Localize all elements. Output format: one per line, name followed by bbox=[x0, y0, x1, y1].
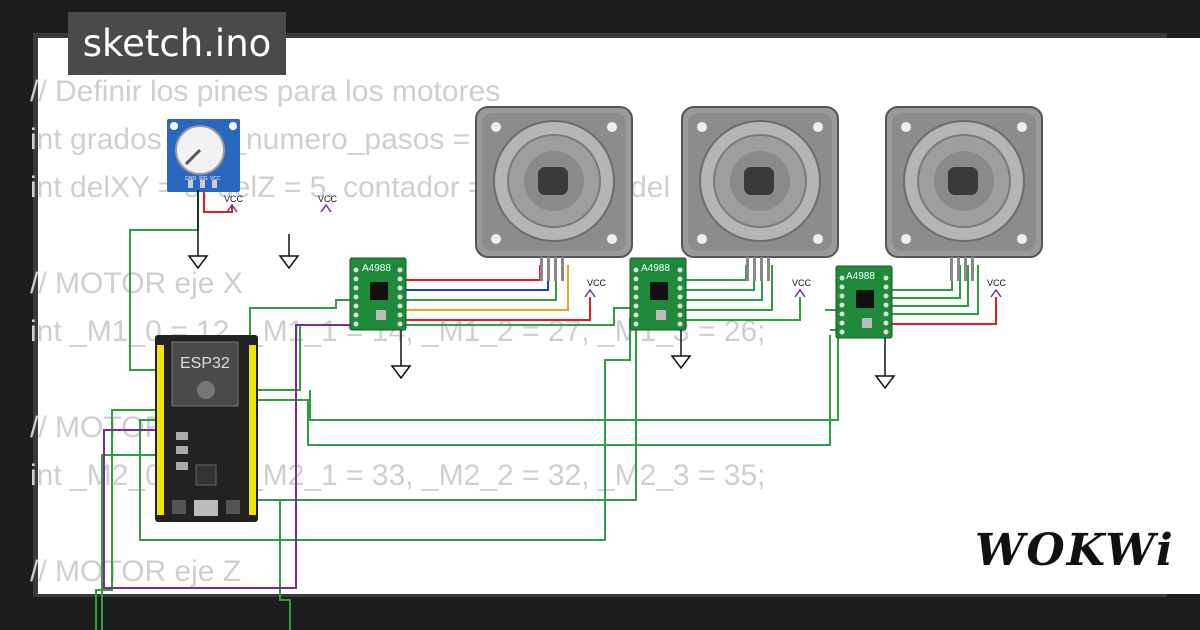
vcc-arrows bbox=[226, 203, 1002, 298]
vcc-label: VCC bbox=[224, 194, 244, 204]
a4988-driver-2[interactable]: A4988 bbox=[629, 257, 687, 331]
code-line: // MOTOR eje Z bbox=[30, 555, 242, 588]
gnd-symbol bbox=[875, 361, 895, 389]
pot-pin-label: VCC bbox=[210, 176, 221, 182]
driver-label: A4988 bbox=[846, 271, 875, 282]
potentiometer[interactable]: GND SIG VCC bbox=[167, 119, 240, 192]
esp32-board[interactable]: ESP32 bbox=[155, 335, 258, 522]
driver-label: A4988 bbox=[362, 263, 391, 274]
canvas-edge bbox=[1162, 38, 1200, 594]
stepper-motor-2[interactable] bbox=[681, 106, 839, 282]
esp32-pin-headers bbox=[157, 345, 256, 515]
green-wires bbox=[95, 188, 839, 630]
vcc-symbols: VCC VCC VCC VCC VCC bbox=[224, 194, 1007, 288]
gnd-symbol bbox=[279, 241, 299, 269]
pot-pin-label: SIG bbox=[199, 176, 208, 182]
gnd-symbol bbox=[391, 351, 411, 379]
purple-wires bbox=[103, 324, 350, 589]
gnd-wires bbox=[197, 190, 886, 362]
stepper-motor-1[interactable] bbox=[475, 106, 633, 282]
code-line: // Definir los pines para los motores bbox=[30, 75, 501, 108]
a4988-driver-3[interactable]: A4988 bbox=[835, 265, 893, 339]
gnd-symbol bbox=[671, 341, 691, 369]
vcc-label: VCC bbox=[587, 278, 607, 288]
a4988-driver-1[interactable]: A4988 bbox=[349, 257, 407, 331]
gnd-symbol bbox=[188, 241, 208, 269]
file-name-tab[interactable]: sketch.ino bbox=[68, 12, 286, 75]
driver-label: A4988 bbox=[641, 263, 670, 274]
vcc-label: VCC bbox=[792, 278, 812, 288]
vcc-label: VCC bbox=[318, 194, 338, 204]
esp32-label: ESP32 bbox=[180, 355, 230, 372]
vcc-label: VCC bbox=[987, 278, 1007, 288]
code-line: // MOTOR eje X bbox=[30, 267, 243, 300]
wokwi-logo: WOKWi bbox=[975, 525, 1175, 576]
stepper-motor-3[interactable] bbox=[885, 106, 1043, 282]
pot-pin-label: GND bbox=[185, 176, 197, 182]
